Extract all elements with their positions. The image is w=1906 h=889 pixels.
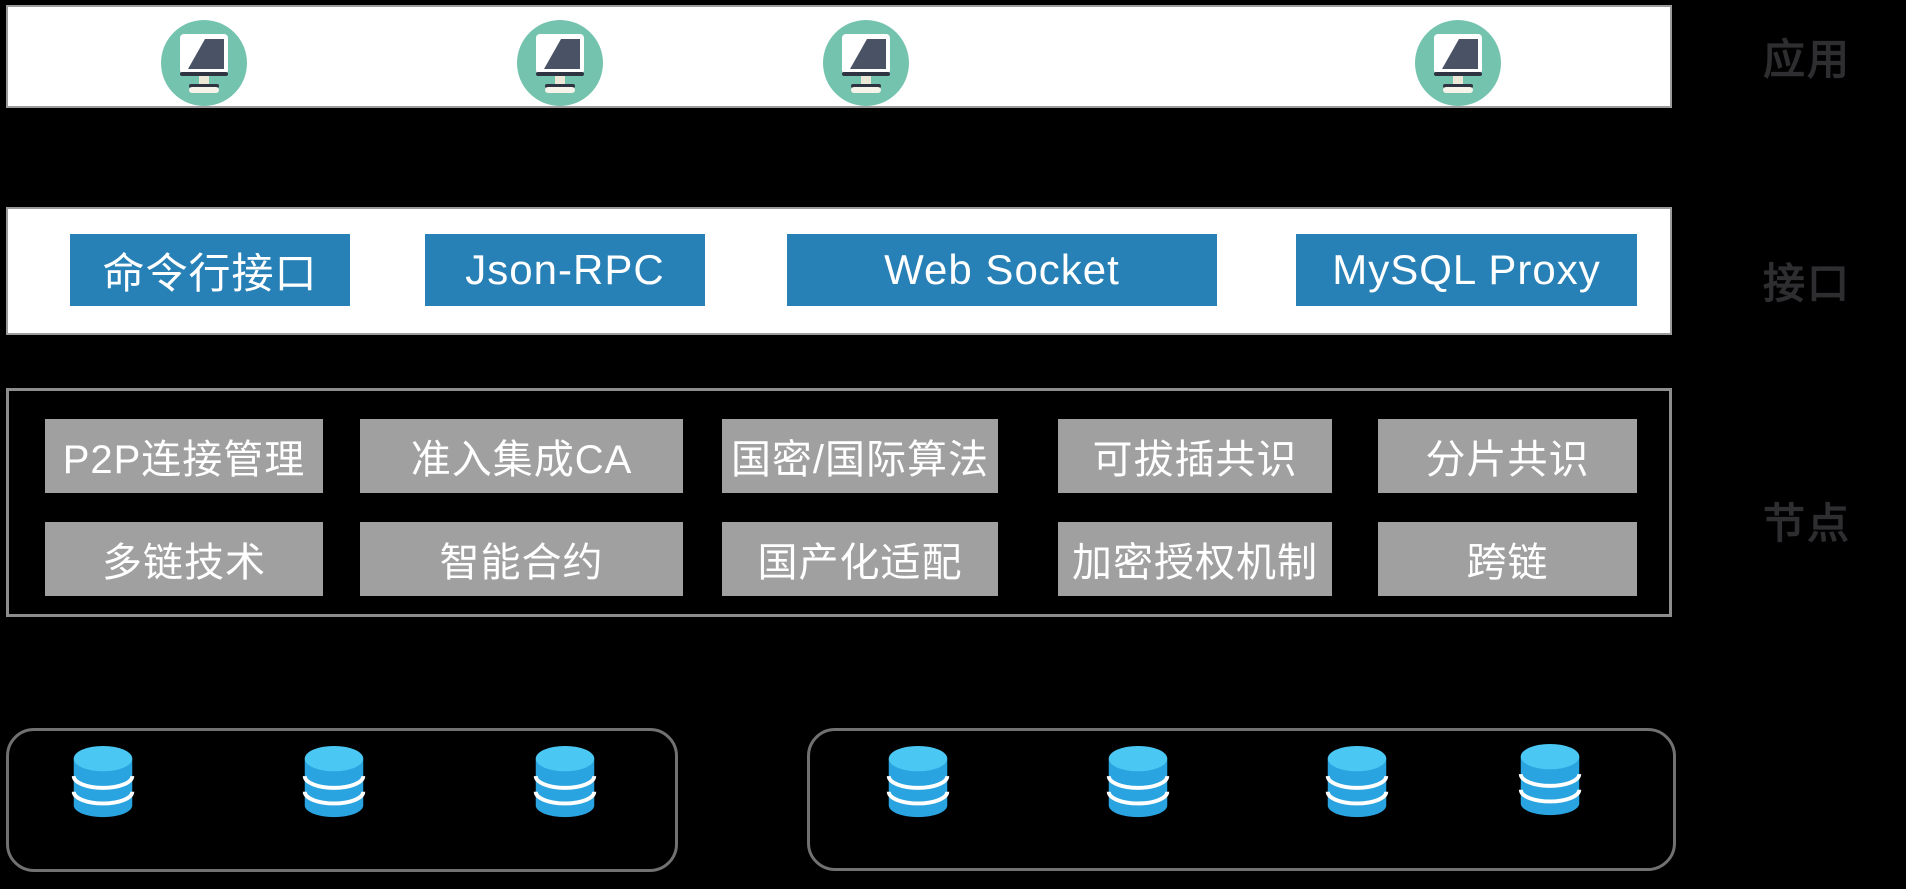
node-feature-multichain: 多链技术 (45, 522, 323, 596)
node-feature-ca: 准入集成CA (360, 419, 683, 493)
double-arrow-icon (886, 336, 924, 389)
double-arrow-icon (1435, 109, 1481, 205)
interface-button-json-rpc: Json-RPC (425, 234, 705, 306)
monitor-icon (159, 18, 249, 108)
node-feature-encryption: 加密授权机制 (1058, 522, 1332, 596)
node-feature-crosschain: 跨链 (1378, 522, 1637, 596)
double-arrow-icon (339, 336, 377, 389)
storage-group-right (807, 728, 1676, 871)
double-arrow-icon (1168, 619, 1224, 725)
database-cylinder-icon (1518, 742, 1582, 820)
layer-label-application: 应用 (1763, 36, 1852, 83)
node-feature-contract: 智能合约 (360, 522, 683, 596)
double-arrow-icon (181, 109, 227, 205)
node-feature-consensus: 可拔插共识 (1058, 419, 1332, 493)
node-feature-crypto: 国密/国际算法 (722, 419, 998, 493)
node-feature-localized: 国产化适配 (722, 522, 998, 596)
monitor-icon (1413, 18, 1503, 108)
database-cylinder-icon (533, 744, 597, 822)
interface-button-cli: 命令行接口 (70, 234, 350, 306)
interface-button-mysql-proxy: MySQL Proxy (1296, 234, 1637, 306)
node-feature-sharding: 分片共识 (1378, 419, 1637, 493)
node-feature-p2p: P2P连接管理 (45, 419, 323, 493)
double-arrow-icon (843, 109, 889, 205)
monitor-icon (515, 18, 605, 108)
database-cylinder-icon (1325, 744, 1389, 822)
layer-label-interface: 接口 (1763, 260, 1852, 307)
database-cylinder-icon (1106, 744, 1170, 822)
monitor-icon (821, 18, 911, 108)
interface-button-web-socket: Web Socket (787, 234, 1217, 306)
node-layer-box (6, 388, 1672, 617)
double-arrow-icon (1350, 336, 1388, 389)
double-arrow-icon (264, 619, 320, 725)
database-cylinder-icon (302, 744, 366, 822)
database-cylinder-icon (886, 744, 950, 822)
double-arrow-icon (537, 109, 583, 205)
storage-group-left (6, 728, 678, 872)
layer-label-node: 节点 (1763, 500, 1852, 547)
database-cylinder-icon (71, 744, 135, 822)
